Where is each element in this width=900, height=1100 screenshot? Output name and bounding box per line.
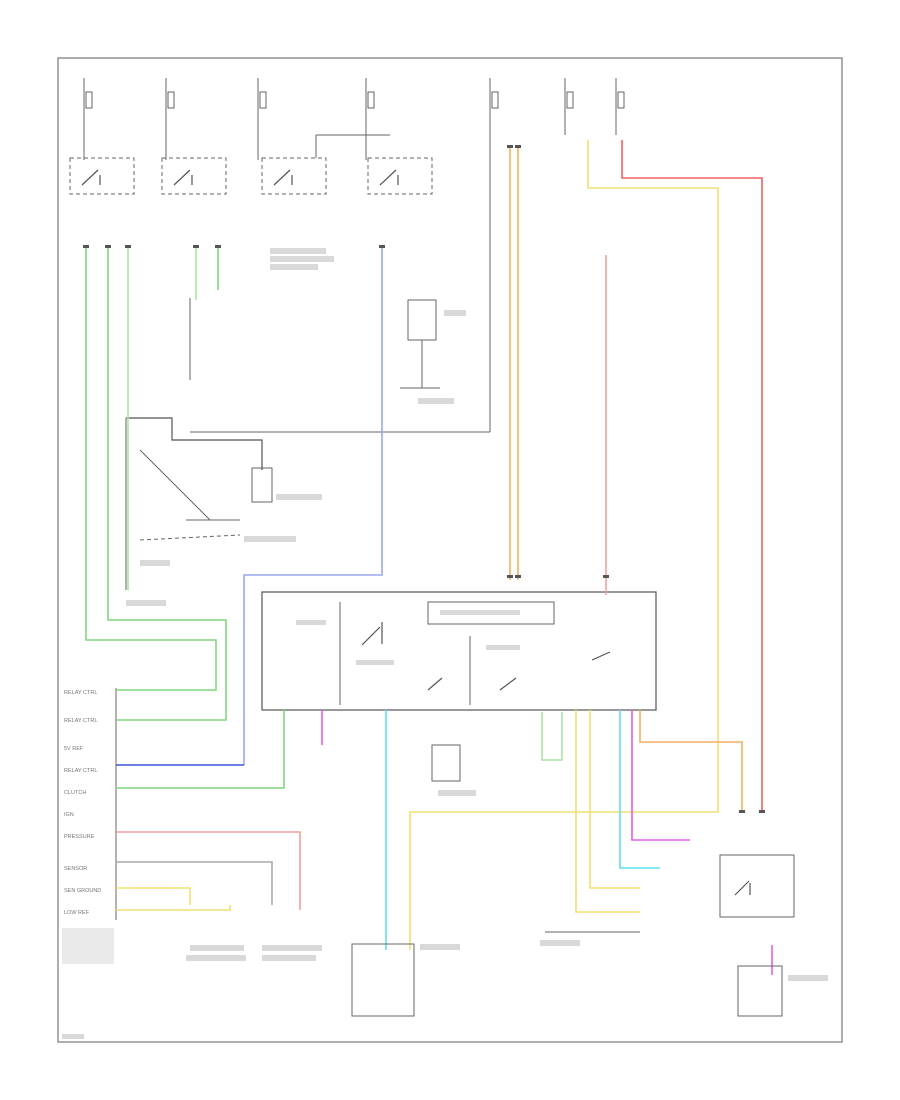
control-module	[261, 591, 657, 711]
wire-blue-light	[243, 245, 383, 765]
wire-yellow-right-1	[575, 710, 640, 913]
pin-label-1: RELAY CTRL	[64, 690, 97, 696]
relay-3	[261, 157, 327, 195]
control-module-box	[261, 591, 657, 711]
pin-label-10: LOW REF	[64, 910, 90, 916]
pin-label-9: SEN GROUND	[64, 888, 101, 894]
cooling-fan	[400, 299, 466, 404]
pin-label-7: PRESSURE	[64, 834, 95, 840]
pin-label-5: CLUTCH	[64, 790, 86, 796]
pin-label-6: IGN	[64, 812, 74, 818]
wire-yellow-low	[116, 887, 231, 911]
wire-cyan-2	[619, 710, 660, 869]
diagram-frame	[57, 57, 843, 1043]
underhood-block-label	[270, 248, 334, 270]
wire-gray-sensor	[116, 861, 273, 905]
wire-pink-pressure	[116, 831, 301, 910]
wire-green-1	[85, 245, 217, 691]
compressor-component	[351, 943, 415, 1017]
pin-label-4: RELAY CTRL	[64, 768, 97, 774]
wire-magenta-1	[631, 710, 690, 841]
wire-yellow-top	[409, 140, 719, 950]
wire-orange-right	[639, 710, 743, 810]
pin-label-8: SENSOR	[64, 866, 87, 872]
relay-2	[161, 157, 227, 195]
wire-red	[621, 140, 763, 810]
blower-motor	[737, 965, 783, 1017]
left-connector: RELAY CTRL RELAY CTRL 5V REF RELAY CTRL …	[62, 688, 117, 964]
left-sensor-assembly	[125, 417, 322, 606]
fuse-block-taps	[83, 78, 625, 245]
relay-1	[69, 157, 135, 195]
relay-row	[69, 134, 433, 195]
connector-pins	[83, 145, 765, 813]
wire-green-clutch	[116, 710, 285, 789]
pin-label-2: RELAY CTRL	[64, 718, 97, 724]
wire-green-2	[107, 245, 227, 721]
relay-4	[367, 157, 433, 195]
diagram-code	[62, 1034, 84, 1039]
bottom-components	[186, 744, 828, 1017]
right-switch	[719, 854, 795, 918]
wires	[85, 140, 773, 975]
wire-green-small	[541, 712, 563, 761]
ac-clutch-relay	[431, 744, 461, 782]
pin-label-3: 5V REF	[64, 746, 84, 752]
wire-yellow-right-2	[589, 710, 640, 889]
